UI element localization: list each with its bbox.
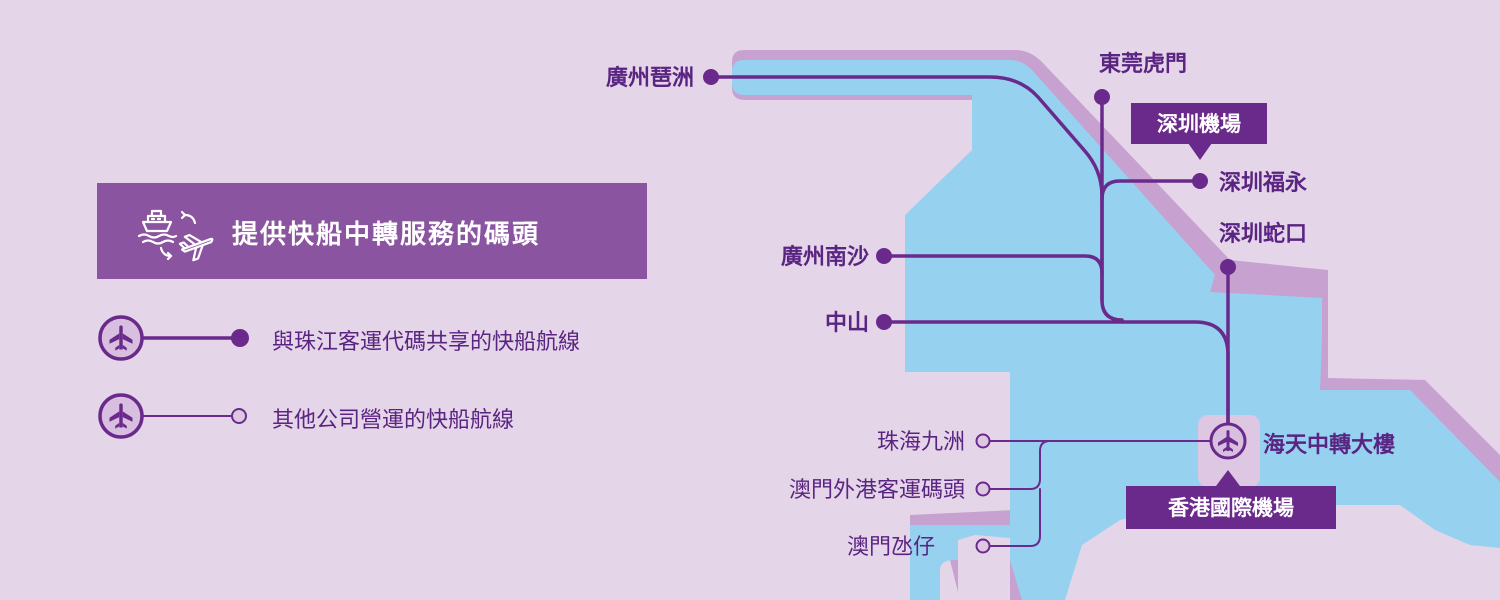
legend-symbol-other [98,393,247,439]
route-pazhou [709,75,1124,322]
stop-humen[interactable] [1094,89,1110,105]
label-zhongshan: 中山 [825,311,869,336]
airplane-icon [1218,430,1238,452]
airplane-icon [109,403,133,429]
stop-outer-harbour[interactable] [975,481,991,497]
callout-shenzhen-airport-text: 深圳機場 [1157,112,1241,136]
legend-label-other: 其他公司營運的快船航線 [272,408,515,433]
callout-shenzhen-airport: 深圳機場 [1131,103,1267,160]
stops-other [975,433,991,554]
label-shekou: 深圳蛇口 [1219,221,1307,247]
route-nansha [882,254,1104,275]
label-taipa: 澳門氹仔 [847,535,935,560]
stops-shared [703,69,1236,330]
route-taipa [982,488,1041,547]
stop-pazhou[interactable] [703,69,719,85]
legend-title-box: 提供快船中轉服務的碼頭 [97,183,647,279]
callout-hk-airport: 香港國際機場 [1126,470,1336,529]
stop-jiuzhou[interactable] [975,433,991,449]
label-nansha: 廣州南沙 [781,244,869,270]
ferry-plane-transfer-icon [137,209,214,262]
route-fuyong [1100,179,1202,201]
port-labels: 廣州琶洲 東莞虎門 深圳福永 深圳蛇口 廣州南沙 中山 珠海九洲 澳門外港客運碼… [606,51,1395,560]
stop-taipa[interactable] [975,538,991,554]
label-humen: 東莞虎門 [1099,51,1187,77]
legend-item-shared: 與珠江客運代碼共享的快船航線 [97,314,657,362]
stop-nansha[interactable] [876,248,892,264]
legend-label-shared: 與珠江客運代碼共享的快船航線 [272,330,581,355]
legend-title-text: 提供快船中轉服務的碼頭 [232,220,541,250]
water [732,60,1500,600]
callout-hk-airport-text: 香港國際機場 [1168,496,1294,520]
shared-routes [709,75,1230,442]
stop-fuyong[interactable] [1192,173,1208,189]
other-routes [982,440,1211,547]
legend-item-other: 其他公司營運的快船航線 [97,392,657,440]
label-skypier: 海天中轉大樓 [1263,432,1395,458]
stop-shekou[interactable] [1220,259,1236,275]
legend-symbol-shared [98,315,249,361]
label-jiuzhou: 珠海九洲 [877,430,965,455]
route-outer-harbour [982,440,1051,490]
label-pazhou: 廣州琶洲 [606,65,694,91]
stop-zhongshan[interactable] [876,314,892,330]
airplane-icon [109,325,133,351]
skypier-hub[interactable] [1209,422,1247,460]
island-macau-coast [958,535,1010,600]
label-outer-harbour: 澳門外港客運碼頭 [789,478,965,503]
label-fuyong: 深圳福永 [1219,170,1307,196]
